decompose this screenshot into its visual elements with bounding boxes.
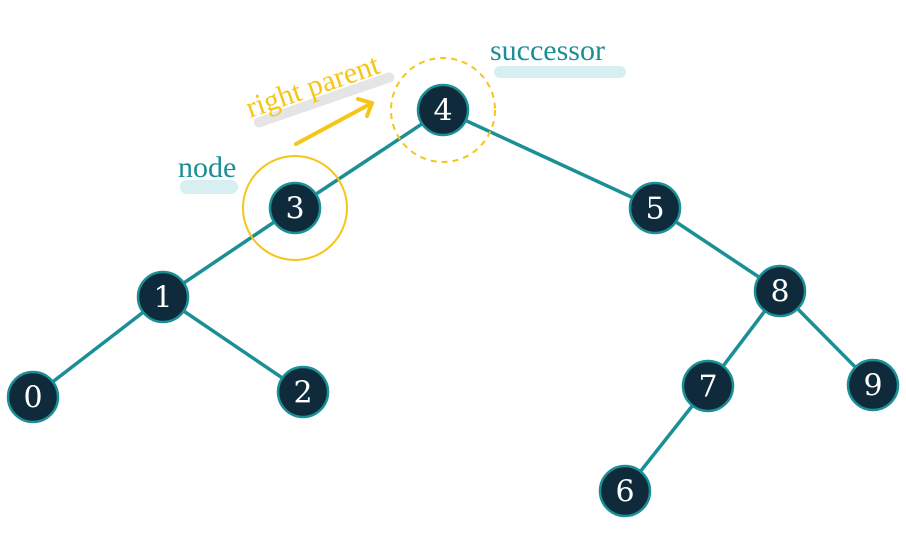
edge-4-3 [293,108,445,210]
node-label: 4 [433,94,452,129]
right-parent-arrow-icon [294,97,374,146]
node-circle [276,365,330,419]
node-circle [681,359,735,413]
successor-annotation: successor [490,34,626,78]
node-label: 8 [770,275,789,310]
node-annotation-label: node [178,151,236,184]
node-label: 9 [863,369,882,404]
node-circle [416,83,470,137]
edge-1-2 [161,295,305,394]
edge-1-0 [31,295,165,399]
edge-3-1 [161,206,297,299]
edge-4-5 [441,108,657,210]
tree-node-1: 1 [136,270,190,324]
tree-node-9: 9 [846,358,900,412]
node-label: 2 [293,376,312,411]
successor-annotation-label: successor [490,34,605,67]
node-highlight-ring [242,155,348,261]
node-label: 7 [698,370,717,405]
tree-node-4: 4 [416,83,470,137]
node-label: 1 [153,281,172,316]
node-label: 3 [285,192,304,227]
tree-node-3: 3 [268,181,322,235]
successor-highlight-ring [390,57,496,163]
node-circle [846,358,900,412]
tree-node-6: 6 [598,464,652,518]
node-label: 0 [23,381,42,416]
node-circle [598,464,652,518]
node-label: 5 [645,192,664,227]
tree-nodes: 4 3 5 1 8 0 2 7 9 6 [6,83,900,518]
node-label: 6 [615,475,634,510]
tree-node-5: 5 [628,181,682,235]
tree-node-2: 2 [276,365,330,419]
node-circle [628,181,682,235]
node-circle [268,181,322,235]
node-circle [136,270,190,324]
right-parent-annotation: right parent [242,48,395,128]
tree-node-8: 8 [753,264,807,318]
node-annotation: node [178,151,238,194]
node-circle [6,370,60,424]
node-circle [753,264,807,318]
tree-node-7: 7 [681,359,735,413]
right-parent-annotation-label: right parent [242,48,385,125]
tree-node-0: 0 [6,370,60,424]
